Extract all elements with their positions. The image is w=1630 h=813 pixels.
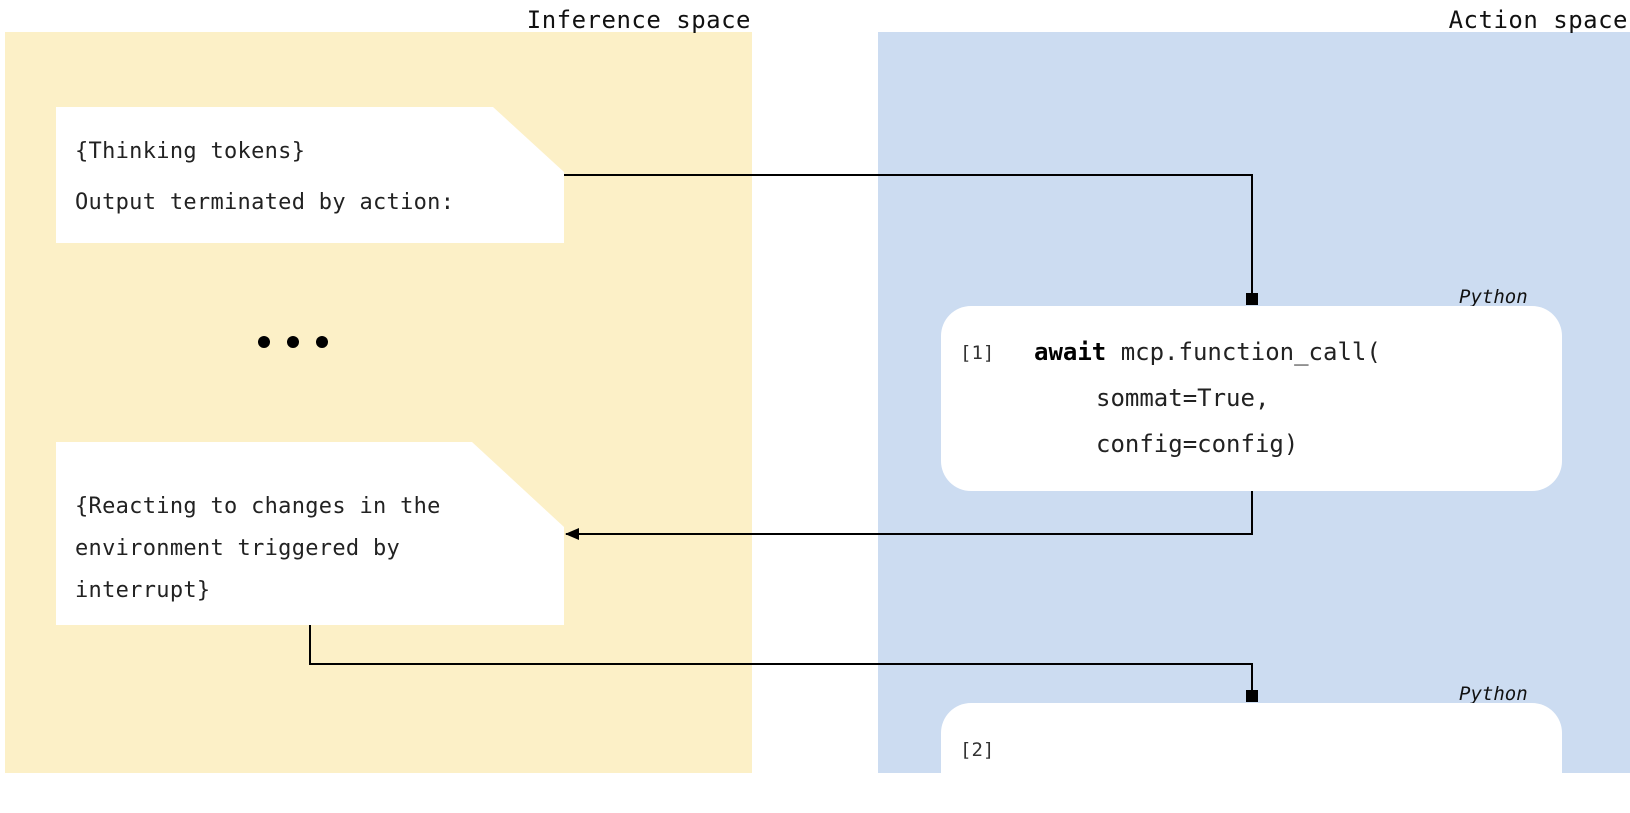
note-line: environment triggered by [75,536,401,561]
inference-space-title: Inference space [526,6,751,34]
code-language-label: Python [1459,683,1528,705]
python-code-cell: [1] await mcp.function_call( sommat=True… [941,306,1562,491]
ellipsis-dot [287,336,299,348]
python-code-cell: [2] [941,703,1562,813]
interrupt-reaction-note: {Reacting to changes in the environment … [56,442,564,625]
ellipsis-dot [258,336,270,348]
code-language-label: Python [1459,286,1528,308]
ellipsis-indicator [258,332,338,352]
cell-index: [1] [960,342,995,364]
code-line: await mcp.function_call( [1034,338,1381,366]
cell-index: [2] [960,739,995,761]
ellipsis-dot [316,336,328,348]
note-line: {Thinking tokens} [75,139,306,164]
thinking-tokens-note: {Thinking tokens} Output terminated by a… [56,107,564,243]
note-line: Output terminated by action: [75,190,455,215]
code-line: config=config) [1096,430,1299,458]
code-keyword: await [1034,338,1107,366]
code-line: sommat=True, [1096,384,1270,412]
action-space-title: Action space [1448,6,1628,34]
code-text: mcp.function_call( [1106,338,1381,366]
note-line: {Reacting to changes in the [75,494,441,519]
note-line: interrupt} [75,578,211,603]
